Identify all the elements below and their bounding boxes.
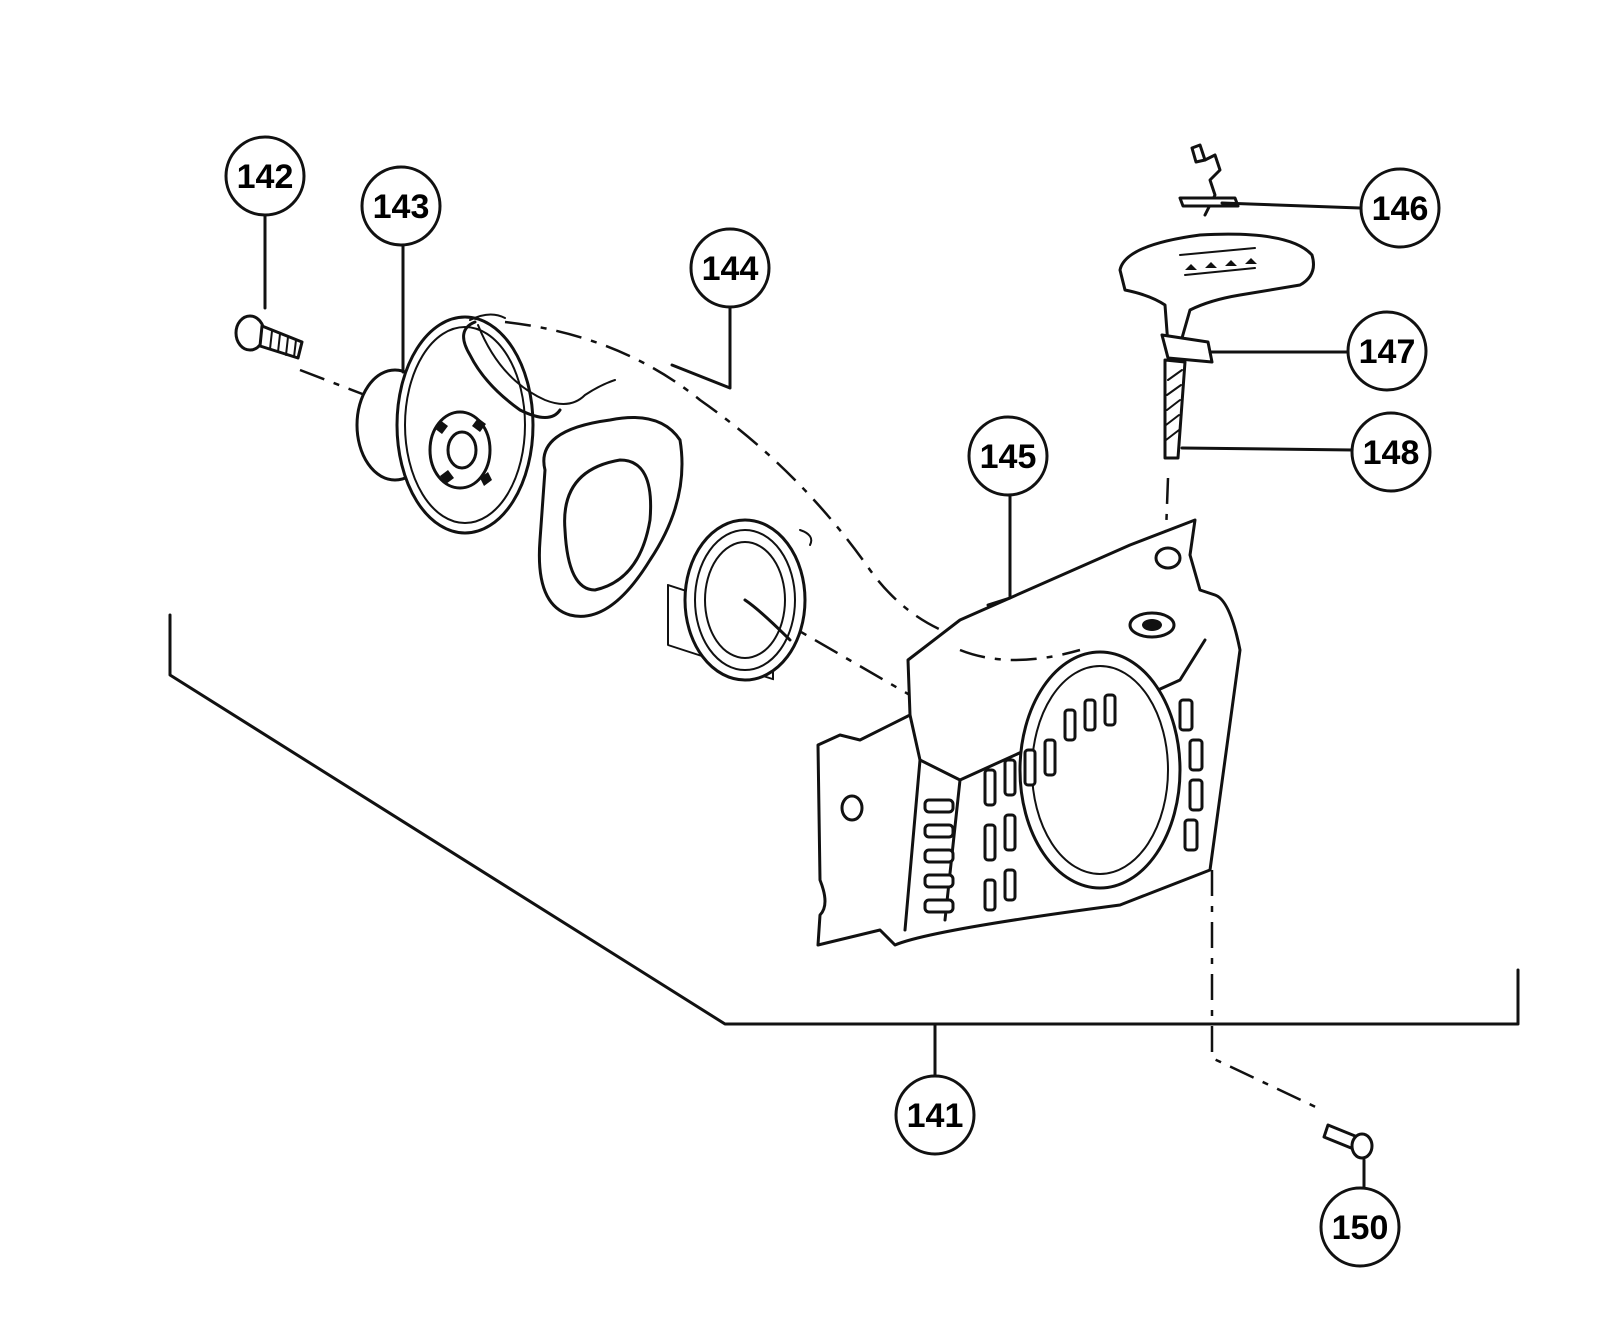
callout-label-143: 143 <box>373 188 430 226</box>
bolt-part-142 <box>234 314 304 360</box>
callout-label-148: 148 <box>1363 434 1420 472</box>
callout-label-142: 142 <box>237 158 294 196</box>
callout-150: 150 <box>1319 1186 1401 1268</box>
callout-144: 144 <box>689 227 771 309</box>
housing-vents <box>923 693 1204 914</box>
starter-handle-part-147 <box>1118 232 1315 364</box>
callout-label-144: 144 <box>702 250 759 288</box>
leader-lines <box>263 201 1366 1189</box>
pulley-part-143 <box>355 313 616 535</box>
callout-label-150: 150 <box>1332 1209 1389 1247</box>
callout-145: 145 <box>967 415 1049 497</box>
callout-label-147: 147 <box>1359 333 1416 371</box>
callout-label-145: 145 <box>980 438 1037 476</box>
callout-label-141: 141 <box>907 1097 964 1135</box>
callout-146: 146 <box>1359 167 1441 249</box>
callout-143: 143 <box>360 165 442 247</box>
callout-147: 147 <box>1346 310 1428 392</box>
callout-label-146: 146 <box>1372 190 1429 228</box>
screw-part-150 <box>1322 1123 1374 1160</box>
spiral-spring <box>683 518 813 682</box>
callout-148: 148 <box>1350 411 1432 493</box>
starter-rope-part-148 <box>1163 358 1187 460</box>
callout-141: 141 <box>894 1074 976 1156</box>
starter-housing-part-145 <box>816 518 1242 947</box>
callout-142: 142 <box>224 135 306 217</box>
assembly-bracket <box>168 613 1520 1080</box>
